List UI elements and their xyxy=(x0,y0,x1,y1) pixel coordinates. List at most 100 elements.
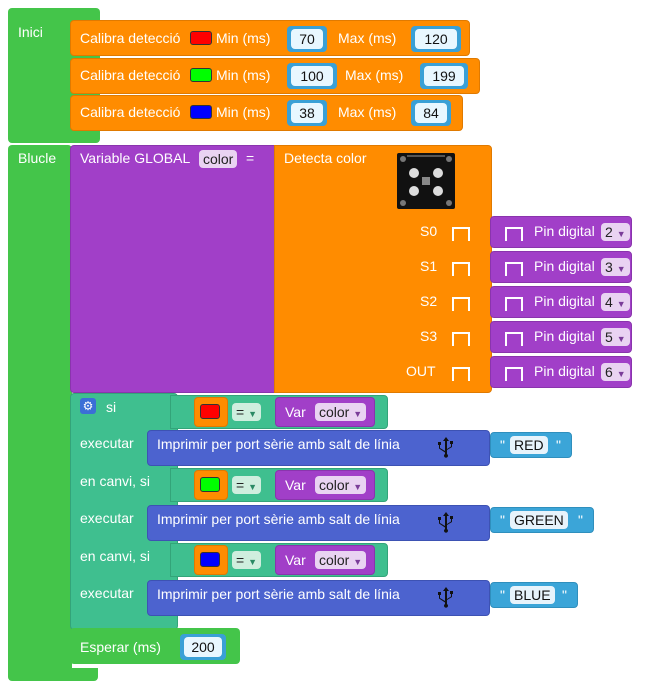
pulse-icon xyxy=(452,227,470,241)
pin-label-2: S2 xyxy=(420,293,438,309)
executar-label: executar xyxy=(80,585,134,601)
max-value[interactable]: 84 xyxy=(415,103,447,123)
dropdown-arrow-icon: ▼ xyxy=(616,334,626,344)
wait-label: Esperar (ms) xyxy=(80,639,161,655)
pin-label-1: S1 xyxy=(420,258,438,274)
pin-value-dropdown[interactable]: 6 ▼ xyxy=(601,363,630,381)
serial-print-block[interactable] xyxy=(147,430,490,466)
condition-color-swatch[interactable] xyxy=(200,404,220,419)
condition-color-swatch[interactable] xyxy=(200,477,220,492)
pin-digital-label: Pin digital xyxy=(534,328,595,344)
var-name-dropdown[interactable]: color ▼ xyxy=(315,403,367,421)
min-value[interactable]: 100 xyxy=(291,66,333,86)
operator-dropdown[interactable]: = ▼ xyxy=(232,403,261,421)
operator-value: = xyxy=(236,477,245,493)
min-value[interactable]: 70 xyxy=(291,29,323,49)
var-name-dropdown[interactable]: color ▼ xyxy=(315,551,367,569)
dropdown-arrow-icon: ▼ xyxy=(616,229,626,239)
string-value[interactable]: BLUE xyxy=(510,586,555,604)
si-label: si xyxy=(106,399,117,415)
var-label: Var xyxy=(285,552,306,568)
usb-icon xyxy=(436,511,456,533)
min-value-box: 100 xyxy=(287,63,337,89)
usb-icon xyxy=(436,586,456,608)
operator-value: = xyxy=(236,404,245,420)
operator-dropdown[interactable]: = ▼ xyxy=(232,551,261,569)
calibrate-blue-block[interactable] xyxy=(70,95,463,131)
pin-value-dropdown[interactable]: 2 ▼ xyxy=(601,223,630,241)
blucle-bottom-bar xyxy=(8,668,98,681)
quote-close: " xyxy=(562,587,567,603)
pin-digital-label: Pin digital xyxy=(534,293,595,309)
serial-print-block[interactable] xyxy=(147,580,490,616)
executar-label: executar xyxy=(80,435,134,451)
detect-color-block[interactable] xyxy=(274,145,492,393)
pin-value: 5 xyxy=(605,329,613,345)
gear-icon[interactable]: ⚙ xyxy=(80,398,96,414)
quote-close: " xyxy=(578,512,583,528)
calibrate-green-block[interactable] xyxy=(70,58,480,94)
variable-global-block[interactable] xyxy=(70,145,280,393)
wait-value[interactable]: 200 xyxy=(184,637,222,657)
pulse-icon xyxy=(452,332,470,346)
color-swatch-blue[interactable] xyxy=(190,105,212,119)
max-value-box: 199 xyxy=(420,63,468,89)
calibrate-red-block[interactable] xyxy=(70,20,470,56)
pin-digital-label: Pin digital xyxy=(534,223,595,239)
var-name-dropdown[interactable]: color ▼ xyxy=(315,476,367,494)
blucle-label: Blucle xyxy=(18,150,57,166)
executar-label: executar xyxy=(80,510,134,526)
pulse-icon xyxy=(452,297,470,311)
condition-color-swatch[interactable] xyxy=(200,552,220,567)
equals-label: = xyxy=(246,150,255,166)
min-value[interactable]: 38 xyxy=(291,103,323,123)
max-label: Max (ms) xyxy=(338,30,397,46)
calibrate-label: Calibra detecció xyxy=(80,104,181,120)
max-value-box: 120 xyxy=(411,26,461,52)
pin-value: 4 xyxy=(605,294,613,310)
pulse-icon xyxy=(505,367,523,381)
max-label: Max (ms) xyxy=(338,104,397,120)
dropdown-arrow-icon: ▼ xyxy=(353,557,363,567)
max-value[interactable]: 120 xyxy=(415,29,457,49)
pulse-icon xyxy=(505,227,523,241)
dropdown-arrow-icon: ▼ xyxy=(353,409,363,419)
dropdown-arrow-icon: ▼ xyxy=(616,369,626,379)
calibrate-label: Calibra detecció xyxy=(80,30,181,46)
dropdown-arrow-icon: ▼ xyxy=(248,557,257,567)
max-label: Max (ms) xyxy=(345,67,404,83)
blucle-block[interactable] xyxy=(8,145,72,680)
pulse-icon xyxy=(505,262,523,276)
variable-name-dropdown[interactable]: color xyxy=(199,150,238,168)
elseif-label: en canvi, si xyxy=(80,548,151,564)
color-swatch-green[interactable] xyxy=(190,68,212,82)
min-label: Min (ms) xyxy=(216,104,271,120)
var-name: color xyxy=(319,404,350,420)
quote-open: " xyxy=(500,512,505,528)
calibrate-label: Calibra detecció xyxy=(80,67,181,83)
dropdown-arrow-icon: ▼ xyxy=(248,482,257,492)
operator-value: = xyxy=(236,552,245,568)
var-name: color xyxy=(319,552,350,568)
pin-value-dropdown[interactable]: 4 ▼ xyxy=(601,293,630,311)
pin-label-4: OUT xyxy=(406,363,436,379)
var-name: color xyxy=(319,477,350,493)
quote-open: " xyxy=(500,587,505,603)
color-swatch-red[interactable] xyxy=(190,31,212,45)
pin-value-dropdown[interactable]: 3 ▼ xyxy=(601,258,630,276)
dropdown-arrow-icon: ▼ xyxy=(616,299,626,309)
string-value[interactable]: GREEN xyxy=(510,511,568,529)
pin-value: 6 xyxy=(605,364,613,380)
pin-value: 3 xyxy=(605,259,613,275)
serial-print-label: Imprimir per port sèrie amb salt de líni… xyxy=(157,511,400,527)
pulse-icon xyxy=(452,367,470,381)
max-value[interactable]: 199 xyxy=(424,66,464,86)
pin-label-0: S0 xyxy=(420,223,438,239)
operator-dropdown[interactable]: = ▼ xyxy=(232,476,261,494)
elseif-label: en canvi, si xyxy=(80,473,151,489)
serial-print-block[interactable] xyxy=(147,505,490,541)
string-value[interactable]: RED xyxy=(510,436,548,454)
pin-value: 2 xyxy=(605,224,613,240)
pulse-icon xyxy=(452,262,470,276)
pin-value-dropdown[interactable]: 5 ▼ xyxy=(601,328,630,346)
